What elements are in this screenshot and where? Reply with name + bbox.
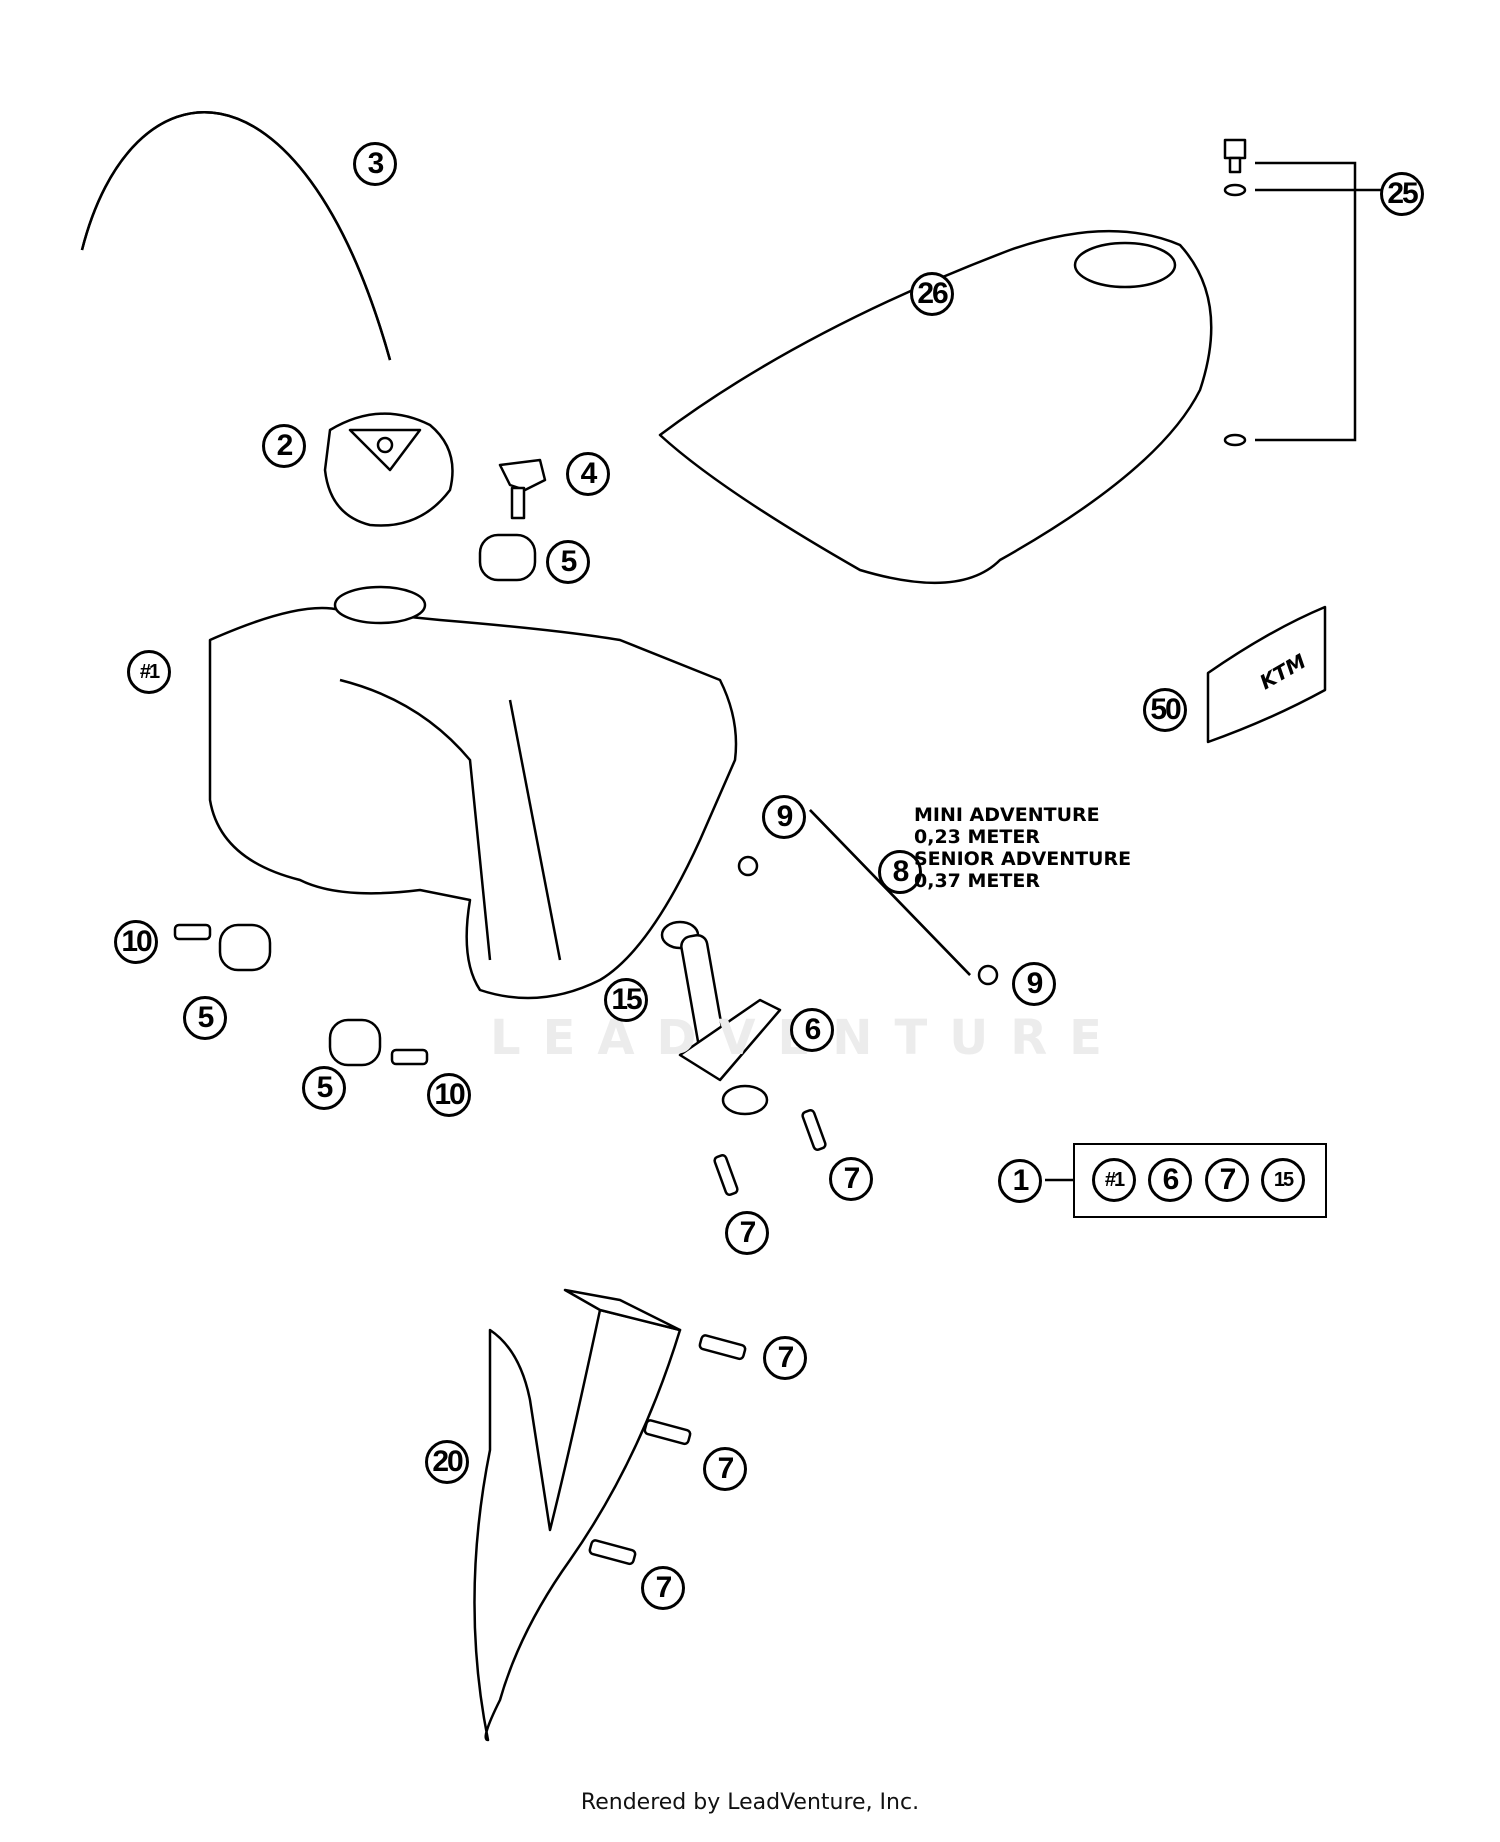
callout-10[interactable]: 10 <box>427 1073 471 1117</box>
spacer-5b <box>218 923 272 972</box>
spacer-5c <box>328 1018 382 1067</box>
screw-7c <box>698 1334 747 1361</box>
callout-50[interactable]: 50 <box>1143 688 1187 732</box>
kit-item[interactable]: 6 <box>1148 1158 1192 1202</box>
kit-contents-box: #1 6 7 15 <box>1073 1143 1327 1218</box>
callout-9[interactable]: 9 <box>762 795 806 839</box>
render-credit: Rendered by LeadVenture, Inc. <box>580 1790 920 1815</box>
callout-26[interactable]: 26 <box>910 272 954 316</box>
callout-20[interactable]: 20 <box>425 1440 469 1484</box>
screw-7a <box>801 1109 827 1151</box>
hose-length-note: MINI ADVENTURE 0,23 METER SENIOR ADVENTU… <box>914 804 1131 892</box>
callout-25[interactable]: 25 <box>1380 172 1424 216</box>
hose-clamp <box>737 855 759 877</box>
note-line: SENIOR ADVENTURE <box>914 848 1132 870</box>
note-line: MINI ADVENTURE <box>914 804 1100 826</box>
callout-7[interactable]: 7 <box>703 1447 747 1491</box>
spoiler <box>473 1288 682 1742</box>
callout-3[interactable]: 3 <box>353 142 397 186</box>
callout-kit-1[interactable]: 1 <box>998 1159 1042 1203</box>
callout-6[interactable]: 6 <box>790 1008 834 1052</box>
kit-item[interactable]: #1 <box>1092 1158 1136 1202</box>
callout-tank[interactable]: #1 <box>127 650 171 694</box>
screw-7d <box>643 1419 692 1446</box>
callout-9[interactable]: 9 <box>1012 962 1056 1006</box>
screw-4 <box>498 458 547 520</box>
callout-5[interactable]: 5 <box>546 540 590 584</box>
screw-7e <box>588 1539 637 1566</box>
kit-item[interactable]: 15 <box>1261 1158 1305 1202</box>
callout-7[interactable]: 7 <box>725 1211 769 1255</box>
callout-10[interactable]: 10 <box>114 920 158 964</box>
bolt-10b <box>390 1048 429 1066</box>
callout-4[interactable]: 4 <box>566 452 610 496</box>
fuel-tank <box>208 585 738 1000</box>
screw-7b <box>713 1154 739 1196</box>
note-line: 0,37 METER <box>914 870 1040 892</box>
callout-5[interactable]: 5 <box>183 996 227 1040</box>
callout-7[interactable]: 7 <box>641 1566 685 1610</box>
callout-15[interactable]: 15 <box>604 978 648 1022</box>
kit-item[interactable]: 7 <box>1205 1158 1249 1202</box>
callout-2[interactable]: 2 <box>262 424 306 468</box>
ktm-decal: KTM <box>1206 605 1327 744</box>
fuel-hose <box>809 809 971 976</box>
callout-7[interactable]: 7 <box>763 1336 807 1380</box>
fuel-cap <box>323 412 454 527</box>
callout-5[interactable]: 5 <box>302 1066 346 1110</box>
callout-7[interactable]: 7 <box>829 1157 873 1201</box>
note-line: 0,23 METER <box>914 826 1040 848</box>
callout-8[interactable]: 8 <box>878 850 922 894</box>
fuel-tap <box>678 933 782 1116</box>
spacer-5 <box>478 533 537 582</box>
hose-clamp <box>977 964 999 986</box>
bolt-10a <box>173 923 212 941</box>
seat-bolt <box>1223 138 1385 447</box>
